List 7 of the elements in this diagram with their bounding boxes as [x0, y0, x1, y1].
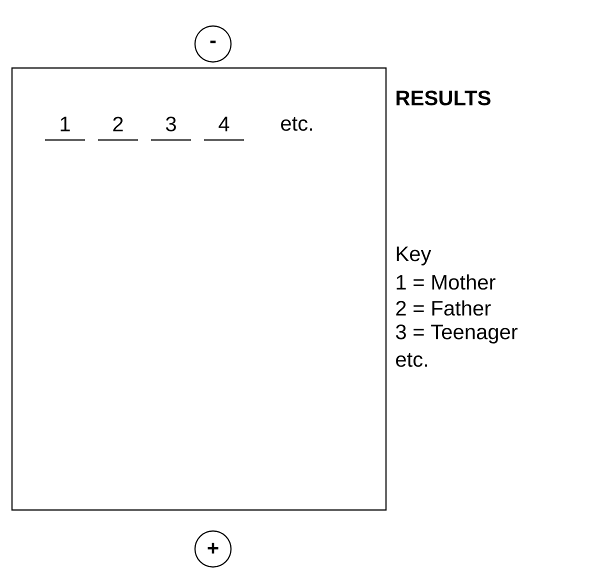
lane-number: 4	[218, 116, 230, 132]
lane-note: etc.	[281, 117, 312, 131]
lane-number: 1	[60, 116, 70, 132]
gel-box	[11, 67, 387, 511]
heading: RESULTS	[396, 90, 490, 106]
lane-number: 2	[113, 116, 123, 132]
lane-number: 3	[166, 116, 176, 132]
